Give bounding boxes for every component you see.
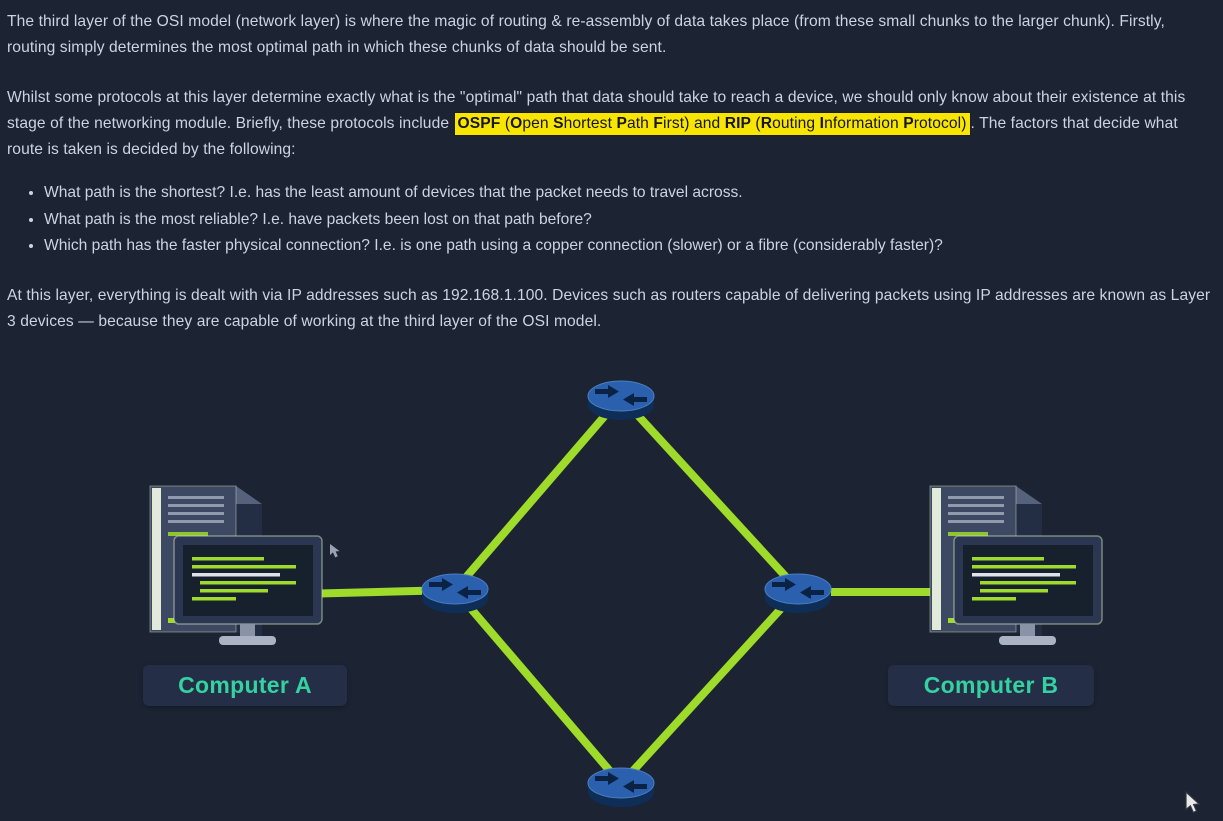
lesson-text: The third layer of the OSI model (networ… xyxy=(0,0,1223,335)
paragraph-protocols-post: . The factors that decide what route is … xyxy=(7,115,1178,158)
link-left-to-bottom xyxy=(451,586,625,788)
paragraph-protocols: Whilst some protocols at this layer dete… xyxy=(7,85,1212,163)
protocols-highlight: OSPF (Open Shortest Path First) and RIP … xyxy=(453,112,971,136)
route-factor-item: Which path has the faster physical conne… xyxy=(44,233,1212,260)
paragraph-layer3: At this layer, everything is dealt with … xyxy=(7,283,1212,335)
paragraph-protocols-pre: Whilst some protocols at this layer dete… xyxy=(7,89,1186,132)
router-right-icon xyxy=(764,573,832,614)
computer-b-label: Computer B xyxy=(888,665,1094,706)
link-right-to-bottom xyxy=(617,586,802,788)
computer-a-label: Computer A xyxy=(143,665,347,706)
mouse-pointer-icon xyxy=(1185,790,1201,814)
route-factors-list: What path is the shortest? I.e. has the … xyxy=(7,180,1212,260)
router-bottom-icon xyxy=(587,767,655,808)
router-left-icon xyxy=(421,573,489,614)
paragraph-routing-intro-text: The third layer of the OSI model (networ… xyxy=(7,13,1165,56)
link-top-to-right xyxy=(617,393,802,594)
paragraph-layer3-text: At this layer, everything is dealt with … xyxy=(7,286,1211,330)
paragraph-routing-intro: The third layer of the OSI model (networ… xyxy=(7,9,1212,61)
drag-cursor-icon xyxy=(330,544,340,558)
computer-a-illustration xyxy=(149,485,323,646)
router-top-icon xyxy=(587,380,655,421)
link-top-to-left xyxy=(451,393,625,594)
route-factor-item: What path is the most reliable? I.e. hav… xyxy=(44,207,1212,234)
route-factor-item: What path is the shortest? I.e. has the … xyxy=(44,180,1212,207)
computer-b-illustration xyxy=(929,485,1103,646)
